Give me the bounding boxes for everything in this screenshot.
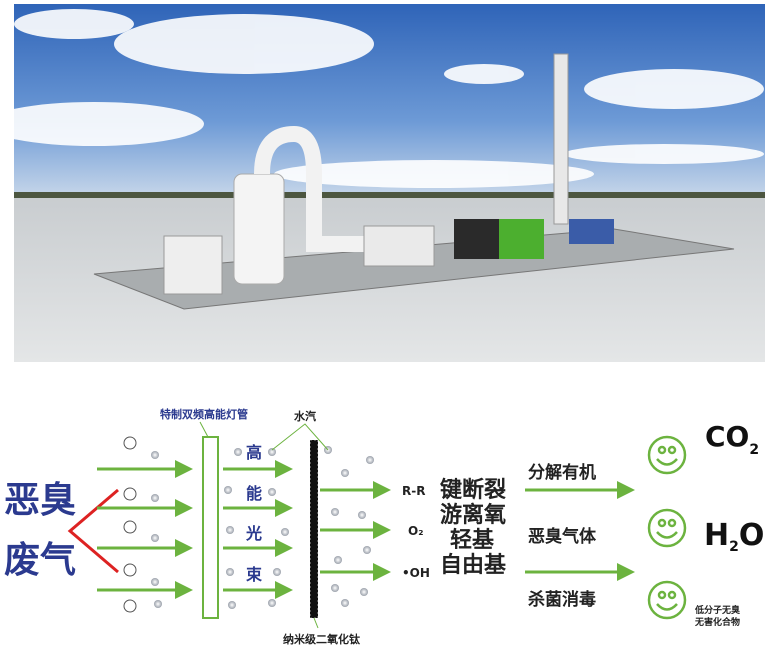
source-label-1: 恶臭 xyxy=(4,480,76,521)
output-h2o: H2O xyxy=(704,518,764,555)
product-rr: R-R xyxy=(402,484,425,498)
catalyst-label: 纳米级二氧化钛 xyxy=(283,632,361,646)
chimney xyxy=(553,53,569,225)
source-label-2: 废气 xyxy=(4,540,76,581)
platform xyxy=(93,228,735,310)
action-3: 杀菌消毒 xyxy=(528,589,596,610)
beam-char-1: 高 xyxy=(246,443,262,462)
output-low-1: 低分子无臭 xyxy=(694,604,741,616)
output-co2: CO2 xyxy=(705,420,759,458)
beam-char-4: 束 xyxy=(246,565,263,584)
product-o2: O₂ xyxy=(408,524,423,538)
radical-3: 轻基 xyxy=(450,527,495,553)
input-arrows xyxy=(97,460,193,599)
equipment-photo xyxy=(14,4,765,362)
clouds xyxy=(14,9,764,188)
vapor-label: 水汽 xyxy=(294,409,316,423)
fan xyxy=(569,219,614,244)
action-2: 恶臭气体 xyxy=(528,526,597,547)
beam-char-2: 能 xyxy=(246,484,262,503)
duct xyxy=(254,125,364,252)
beam-char-3: 光 xyxy=(245,524,262,543)
control-cabinet xyxy=(163,235,223,295)
radical-2: 游离氧 xyxy=(440,502,506,528)
beam-arrows xyxy=(223,460,293,599)
output-low-2: 无害化合物 xyxy=(694,616,740,628)
uv-unit xyxy=(363,225,435,267)
lamp-label: 特制双频高能灯管 xyxy=(160,407,248,421)
molecules xyxy=(151,446,374,609)
uv-lamp xyxy=(202,436,219,619)
smiley-icon xyxy=(647,435,687,620)
action-1: 分解有机 xyxy=(528,462,596,483)
odor-particles xyxy=(123,436,137,613)
bracket-lines xyxy=(67,488,119,574)
radical-4: 自由基 xyxy=(440,552,507,578)
radical-1: 键断裂 xyxy=(440,477,506,503)
tio2-screen xyxy=(309,439,319,619)
output-arrows xyxy=(320,481,391,581)
product-oh: •OH xyxy=(402,566,430,580)
